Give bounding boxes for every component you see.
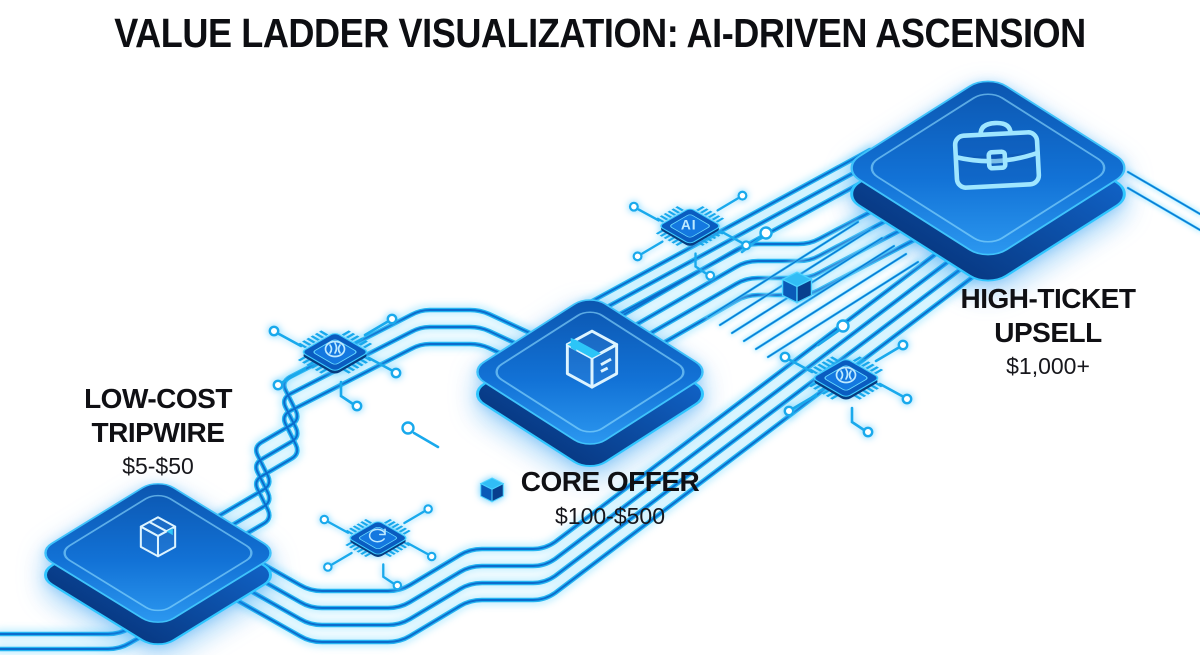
core-offer-price: $100-$500 [555,502,665,529]
ai-chip-icon [268,313,402,412]
tripwire-price: $5-$50 [122,453,194,480]
tripwire-name: LOW-COST TRIPWIRE [84,383,232,448]
ai-chip-icon [779,339,913,438]
core-offer-name: CORE OFFER [520,466,700,497]
high-ticket-platform [850,80,1126,282]
high-ticket-name: HIGH-TICKET UPSELL [960,283,1136,348]
core-offer-platform [475,299,705,467]
tripwire-platform [43,483,273,646]
page-title: VALUE LADDER VISUALIZATION: AI-DRIVEN AS… [114,10,1086,56]
chip-ai-label: AI [681,218,697,233]
ai-chip-icon [319,503,437,591]
high-ticket-label: HIGH-TICKET UPSELL $1,000+ [928,282,1168,380]
high-ticket-price: $1,000+ [1006,353,1090,380]
briefcase-icon [952,120,1042,190]
package-icon [565,329,619,389]
package-icon [139,516,177,558]
tripwire-label: LOW-COST TRIPWIRE $5-$50 [40,382,276,480]
ai-chip-icon: AI [628,190,752,282]
cube-node-icon [781,271,813,304]
core-offer-label: CORE OFFER $100-$500 [490,465,730,530]
